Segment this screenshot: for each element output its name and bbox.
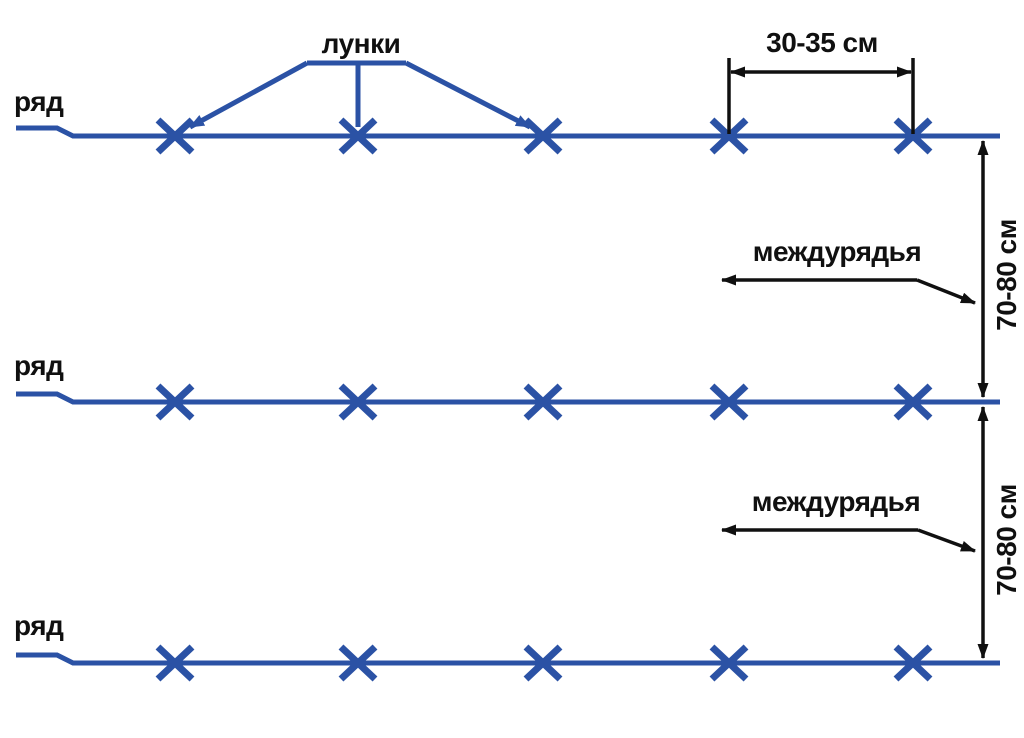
- row-line-3: [16, 652, 1000, 666]
- row-line-2: [16, 391, 1000, 405]
- inter-row-label-2: междурядья: [751, 486, 921, 517]
- holes-callout: [188, 60, 532, 130]
- hole-spacing-dimension: [727, 58, 915, 134]
- inter-row-leader-1: [916, 278, 976, 305]
- holes-label: лунки: [321, 28, 401, 59]
- hole-spacing-label: 30-35 см: [766, 27, 878, 58]
- row-lines: [16, 125, 1000, 666]
- row-line-1: [16, 125, 1000, 139]
- row-gap-label-2: 70-80 см: [991, 484, 1022, 596]
- inter-row-label-1: междурядья: [752, 236, 922, 267]
- inter-row-leaders: [721, 274, 976, 553]
- inter-row-leader-2: [917, 528, 976, 553]
- row-label-2: ряд: [14, 350, 64, 381]
- row-label-3: ряд: [14, 610, 64, 641]
- row-gap-label-1: 70-80 см: [991, 219, 1022, 331]
- row-label-1: ряд: [14, 86, 64, 117]
